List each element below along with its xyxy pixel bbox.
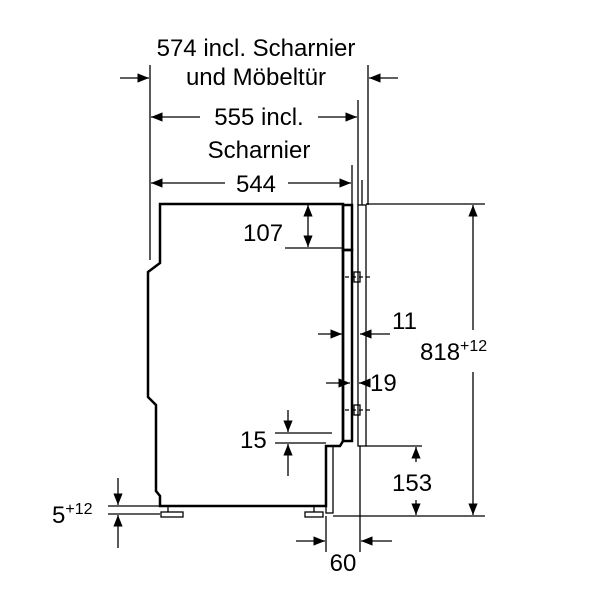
foot-right xyxy=(304,511,324,518)
dim-19: 19 xyxy=(370,370,397,397)
dim-153: 153 xyxy=(392,470,432,497)
dim-555-line2: Scharnier xyxy=(208,137,311,164)
extension-lines xyxy=(108,65,485,552)
dim-11: 11 xyxy=(392,308,417,335)
dim-15: 15 xyxy=(240,427,267,454)
dim-818: 818+12 xyxy=(420,338,487,366)
dim-5: 5+12 xyxy=(52,501,93,529)
appliance-outline xyxy=(146,202,373,518)
dimension-arrows xyxy=(113,73,478,548)
foot-left xyxy=(160,511,184,518)
dim-555-line1: 555 incl. xyxy=(214,104,303,131)
dim-574-line2: und Möbeltür xyxy=(186,64,326,91)
dim-60: 60 xyxy=(330,550,357,577)
dim-107: 107 xyxy=(243,220,283,247)
plinth xyxy=(325,445,334,514)
dim-544: 544 xyxy=(236,171,276,198)
dim-574-line1: 574 incl. Scharnier xyxy=(157,35,356,62)
